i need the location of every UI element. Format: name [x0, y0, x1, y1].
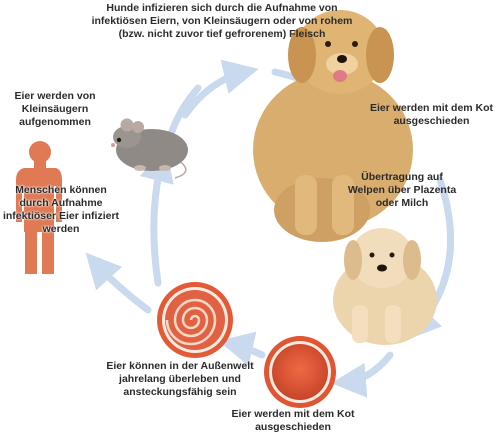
- label-eggs-excreted-bottom: Eier werden mit dem Kot ausgeschieden: [218, 408, 368, 434]
- label-small-mammals: Eier werden von Kleinsäugern aufgenommen: [0, 90, 110, 129]
- label-eggs-survive-environment: Eier können in der Außenwelt jahrelang ü…: [85, 360, 275, 399]
- puppy-icon: [333, 228, 437, 345]
- label-dog-infection: Hunde infizieren sich durch die Aufnahme…: [82, 2, 362, 41]
- embryonated-egg-icon: [157, 282, 233, 358]
- label-puppy-transmission: Übertragung auf Welpen über Plazenta ode…: [342, 171, 462, 210]
- arrow-to-bottom-egg: [345, 355, 390, 382]
- arrow-egg-to-embryo: [232, 344, 262, 355]
- label-eggs-excreted-top: Eier werden mit dem Kot ausgeschieden: [364, 102, 499, 128]
- arrow-embryo-to-human: [95, 263, 148, 310]
- label-human-infection: Menschen können durch Aufnahme infektiös…: [0, 184, 122, 236]
- arrow-embryo-to-mouse: [154, 160, 162, 283]
